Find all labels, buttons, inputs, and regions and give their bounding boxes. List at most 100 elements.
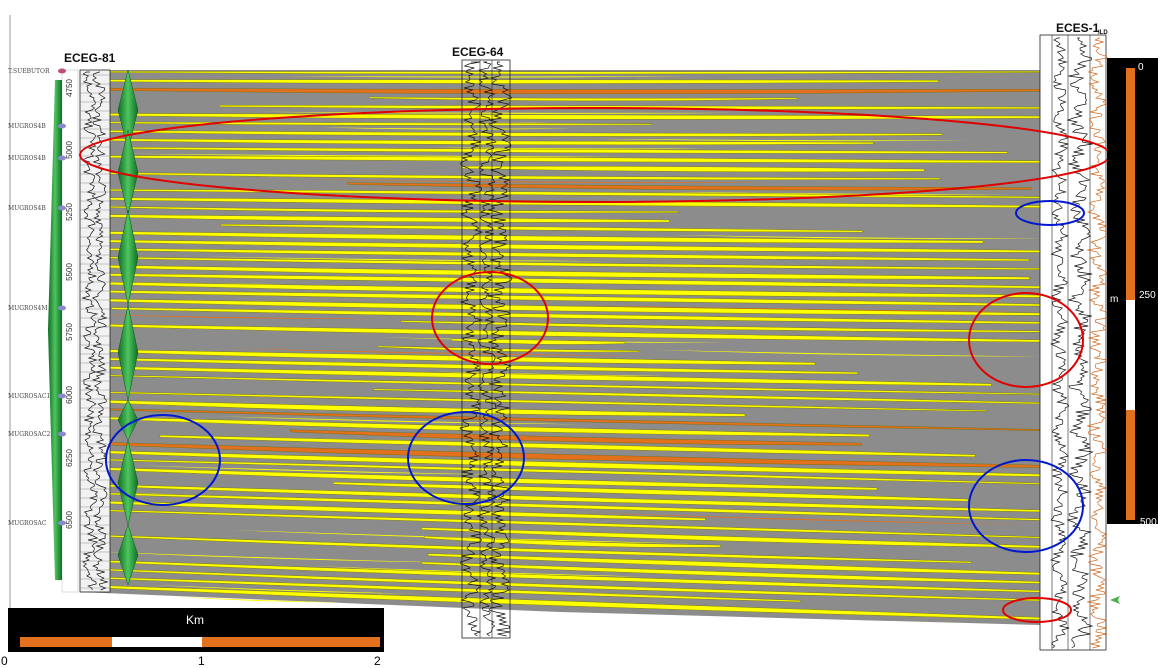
- depth-labels: 4750 5000 5250 5500 5750 6000 6250 6500: [65, 79, 74, 529]
- well-eces-1-log-curves: [1049, 37, 1109, 649]
- well-eceg-64-title: ECEG-64: [452, 45, 504, 59]
- formation-marker-label: MUGROSAC1: [8, 393, 50, 400]
- depth-label: 5250: [65, 203, 74, 221]
- formation-marker-label: MUGROS4M: [8, 305, 48, 312]
- green-marker: [117, 524, 139, 586]
- formation-marker-dot: [58, 68, 66, 74]
- correlation-panel: [79, 70, 1041, 625]
- log-curve: [459, 61, 484, 637]
- depth-label: 6250: [65, 449, 74, 467]
- well-eces-1-track: [1039, 34, 1107, 651]
- formation-marker-labels: T.SUEBUTOR MUGROS4B MUGROS4B MUGROS4B MUGROS…: [8, 68, 66, 527]
- stratigraphic-layer: [347, 182, 1032, 191]
- well-eceg-64-track: [461, 59, 511, 639]
- depth-label: 6500: [65, 511, 74, 529]
- log-curve: [476, 61, 497, 637]
- stratigraphic-lens: [126, 153, 626, 157]
- vertical-scale-bar: 0 250 500 m: [1107, 58, 1158, 528]
- green-arrow-icon: [1110, 596, 1120, 604]
- horizontal-scale-segment: [20, 637, 112, 647]
- stratigraphic-layer: [79, 365, 992, 387]
- depth-label: 5750: [65, 323, 74, 341]
- stratigraphic-layer: [79, 357, 858, 375]
- vertical-scale-label: 250: [1139, 290, 1156, 301]
- red-highlight-ellipse: [1002, 597, 1072, 623]
- horizontal-scale-segment: [112, 637, 202, 647]
- well-eceg-64: ECEG-64: [452, 45, 513, 639]
- vertical-scale-label: 500: [1140, 517, 1157, 528]
- well-eceg-81: 4750 5000 5250 5500 5750 6000 6250 6500 ECEG-81: [61, 51, 116, 593]
- formation-marker-label: MUGROS4B: [8, 155, 46, 162]
- horizontal-scale-segment: [202, 637, 380, 647]
- red-highlight-ellipse: [431, 271, 549, 365]
- formation-marker-dot: [58, 155, 66, 161]
- blue-highlight-ellipse: [1015, 200, 1085, 226]
- stratigraphic-lens: [661, 191, 1010, 195]
- stratigraphic-lens: [597, 138, 971, 142]
- vertical-scale-unit: m: [1110, 294, 1118, 305]
- depth-label: 4750: [65, 79, 74, 97]
- horizontal-scale-label-strip: [0, 652, 384, 668]
- blue-highlight-ellipse: [105, 414, 221, 506]
- stratigraphic-lens: [671, 235, 1040, 239]
- stratigraphic-layer: [79, 247, 1030, 262]
- well-eces-1-title: ECES-1: [1056, 21, 1100, 35]
- horizontal-scale-label: 0: [1, 654, 8, 668]
- well-eceg-81-track: [79, 69, 111, 593]
- depth-label: 5500: [65, 263, 74, 281]
- depth-label: 6000: [65, 386, 74, 404]
- stratigraphic-layer: [79, 214, 670, 223]
- stratigraphic-layer: [79, 348, 816, 366]
- well-eceg-64-log-curves: [459, 61, 513, 637]
- stratigraphic-layer: [79, 79, 939, 84]
- green-marker: [48, 80, 62, 580]
- vertical-scale-segment: [1126, 410, 1135, 520]
- red-highlight-ellipse: [968, 292, 1084, 388]
- formation-marker-dot: [58, 431, 66, 437]
- formation-marker-label: MUGROS4B: [8, 123, 46, 130]
- horizontal-scale-label: 2: [374, 654, 381, 668]
- formation-marker-label: MUGROSAC: [8, 520, 47, 527]
- formation-marker-dot: [58, 305, 66, 311]
- horizontal-scale-label: 1: [198, 654, 205, 668]
- well-eceg-81-log-curves: [80, 71, 110, 591]
- stratigraphic-layer: [126, 147, 1008, 154]
- well-eces-1-ild-label: ILD: [1098, 30, 1108, 36]
- stratigraphic-lens: [432, 147, 705, 150]
- stratigraphic-layer: [461, 165, 925, 173]
- stratigraphic-lens: [277, 75, 691, 78]
- stratigraphic-layer: [79, 231, 984, 244]
- systems-tract-markers: [48, 69, 139, 586]
- stratigraphic-layer: [220, 224, 863, 233]
- horizontal-scale-unit: Km: [186, 613, 204, 627]
- formation-marker-label: MUGROS4B: [8, 205, 46, 212]
- depth-label: 5000: [65, 141, 74, 159]
- stratigraphic-layer: [424, 536, 721, 548]
- horizontal-scale-bar: Km 0 1 2: [0, 608, 384, 668]
- blue-highlight-ellipse: [968, 459, 1084, 553]
- stratigraphic-lens: [304, 179, 768, 184]
- stratigraphic-layer: [290, 429, 862, 446]
- formation-marker-dot: [58, 205, 66, 211]
- log-curve: [82, 71, 99, 591]
- stratigraphic-lens: [83, 314, 379, 319]
- vertical-scale-label: 0: [1138, 62, 1144, 73]
- log-curve: [1086, 37, 1109, 649]
- stratigraphic-layer: [95, 205, 679, 214]
- formation-marker-dot: [58, 520, 66, 526]
- log-curve: [91, 71, 109, 591]
- log-curve: [1066, 37, 1094, 649]
- formation-marker-dot: [58, 123, 66, 129]
- vertical-scale-segment: [1126, 68, 1135, 300]
- formation-marker-label: T.SUEBUTOR: [8, 68, 50, 75]
- log-curve: [487, 61, 513, 637]
- vertical-scale-segment: [1126, 300, 1135, 410]
- blue-highlight-ellipse: [407, 411, 525, 505]
- well-eceg-81-title: ECEG-81: [64, 51, 116, 65]
- stratigraphic-layers: [79, 71, 1041, 620]
- formation-marker-dot: [58, 393, 66, 399]
- formation-marker-label: MUGROSAC2: [8, 431, 50, 438]
- log-curve: [1049, 37, 1070, 649]
- stratigraphic-layer: [79, 500, 706, 521]
